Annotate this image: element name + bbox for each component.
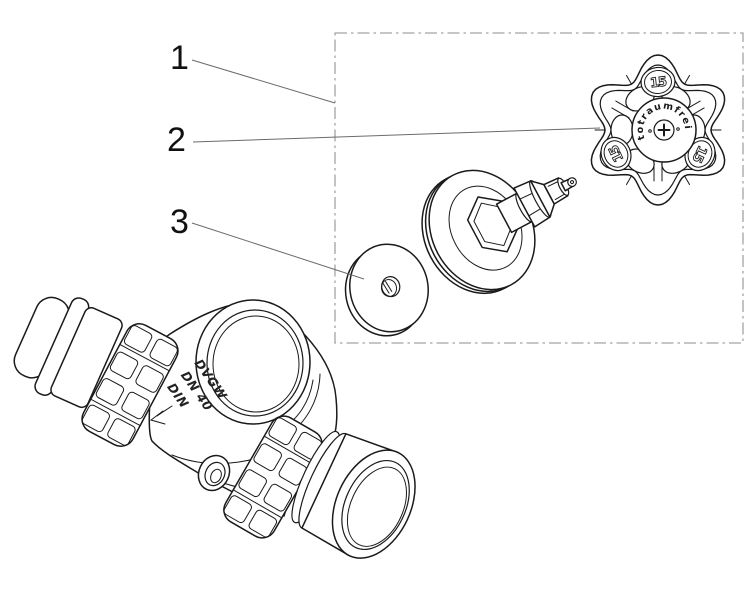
drain-boss bbox=[197, 454, 231, 492]
brand-emblem: 15 bbox=[684, 136, 716, 172]
callout-1[interactable]: 1 bbox=[170, 39, 189, 77]
valve-body-part: DVGW DN 40 DIN bbox=[13, 296, 416, 559]
union-nut-left bbox=[81, 323, 179, 447]
leader-line-3 bbox=[191, 222, 365, 280]
svg-text:15: 15 bbox=[688, 143, 709, 165]
leader-line-2 bbox=[192, 127, 601, 143]
pipe-socket-left bbox=[13, 296, 123, 409]
seal-disc-part bbox=[344, 243, 429, 337]
bonnet-assembly-part bbox=[421, 169, 577, 295]
callout-3[interactable]: 3 bbox=[170, 203, 189, 241]
leader-line-1 bbox=[191, 59, 336, 104]
brand-emblem: 15 bbox=[640, 66, 676, 98]
flow-arrow-icon bbox=[149, 405, 173, 425]
pipe-socket-right bbox=[291, 430, 416, 559]
brand-emblem: 15 bbox=[600, 136, 632, 172]
callout-2[interactable]: 2 bbox=[167, 121, 186, 159]
svg-text:15: 15 bbox=[649, 75, 668, 92]
handwheel-part: 15 15 15 totraumfrei bbox=[590, 54, 726, 206]
parts-group-boundary-box bbox=[334, 32, 744, 344]
svg-text:15: 15 bbox=[606, 142, 627, 164]
